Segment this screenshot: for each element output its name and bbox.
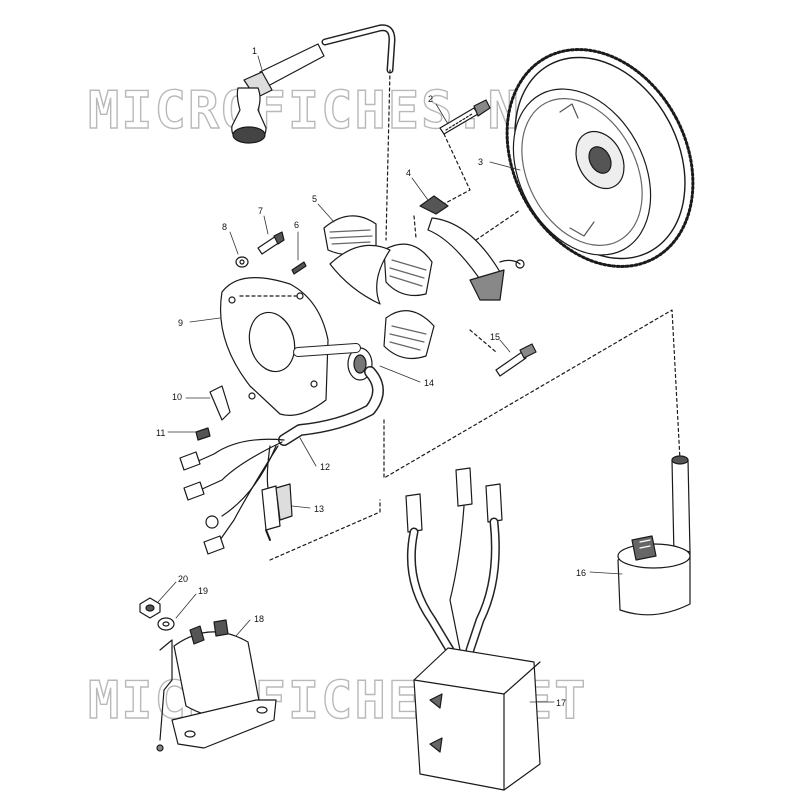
callout-12: 12 xyxy=(320,462,330,472)
screw-icon xyxy=(195,427,211,441)
bolt-icon xyxy=(495,343,537,377)
washer-icon xyxy=(235,256,249,268)
callout-5: 5 xyxy=(312,194,317,204)
callout-10: 10 xyxy=(172,392,182,402)
callout-3: 3 xyxy=(478,157,483,167)
spark-plug-cap-icon xyxy=(231,24,396,144)
lock-washer-icon xyxy=(157,617,175,631)
pulser-coil-icon xyxy=(419,195,525,301)
callout-16: 16 xyxy=(576,568,586,578)
callout-8: 8 xyxy=(222,222,227,232)
bolt-icon xyxy=(439,99,491,135)
callout-17: 17 xyxy=(556,698,566,708)
nut-icon xyxy=(139,597,161,619)
connector-icon xyxy=(261,483,293,541)
flywheel-icon xyxy=(505,48,695,268)
callout-20: 20 xyxy=(178,574,188,584)
callout-2: 2 xyxy=(428,94,433,104)
clamp-icon xyxy=(209,385,231,421)
callout-7: 7 xyxy=(258,206,263,216)
callout-11: 11 xyxy=(156,428,165,438)
watermark-top: MICROFICHES.NET xyxy=(88,81,588,141)
callout-19: 19 xyxy=(198,586,208,596)
stator-plate-icon xyxy=(219,277,329,416)
callout-6: 6 xyxy=(294,220,299,230)
callout-9: 9 xyxy=(178,318,183,328)
callout-18: 18 xyxy=(254,614,264,624)
stator-coil-icon xyxy=(323,215,435,359)
callout-4: 4 xyxy=(406,168,411,178)
callout-15: 15 xyxy=(490,332,500,342)
callout-1: 1 xyxy=(252,46,257,56)
ignition-coil-icon xyxy=(617,455,691,616)
callout-13: 13 xyxy=(314,504,324,514)
callout-14: 14 xyxy=(424,378,434,388)
screw-icon xyxy=(257,231,307,275)
cdi-unit-icon xyxy=(405,467,541,791)
wire-harness-icon xyxy=(179,366,384,555)
starter-solenoid-icon xyxy=(156,619,277,752)
